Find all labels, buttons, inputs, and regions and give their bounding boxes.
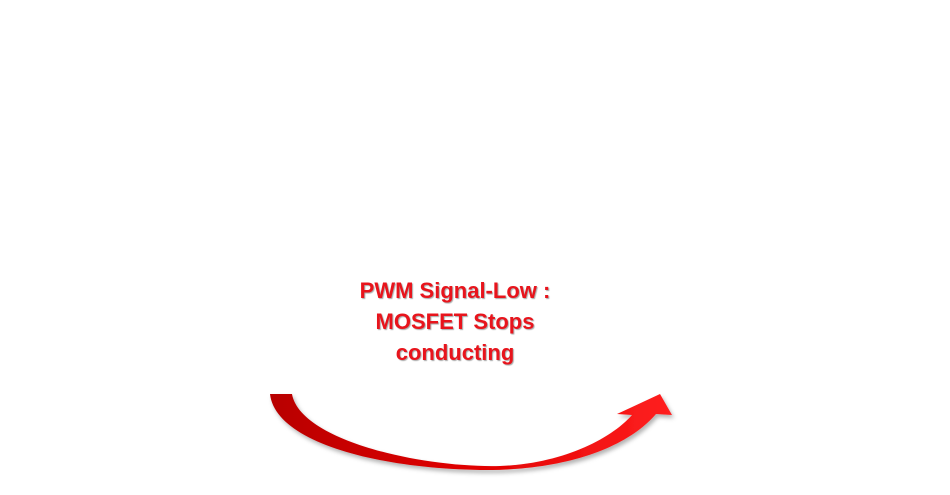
pwm-state-caption: PWM Signal-Low : MOSFET Stops conducting xyxy=(305,275,605,368)
caption-line-3: conducting xyxy=(395,340,515,365)
caption-line-1: PWM Signal-Low : xyxy=(359,278,551,303)
caption-line-2: MOSFET Stops xyxy=(375,309,535,334)
curved-arrow-body xyxy=(270,394,672,471)
